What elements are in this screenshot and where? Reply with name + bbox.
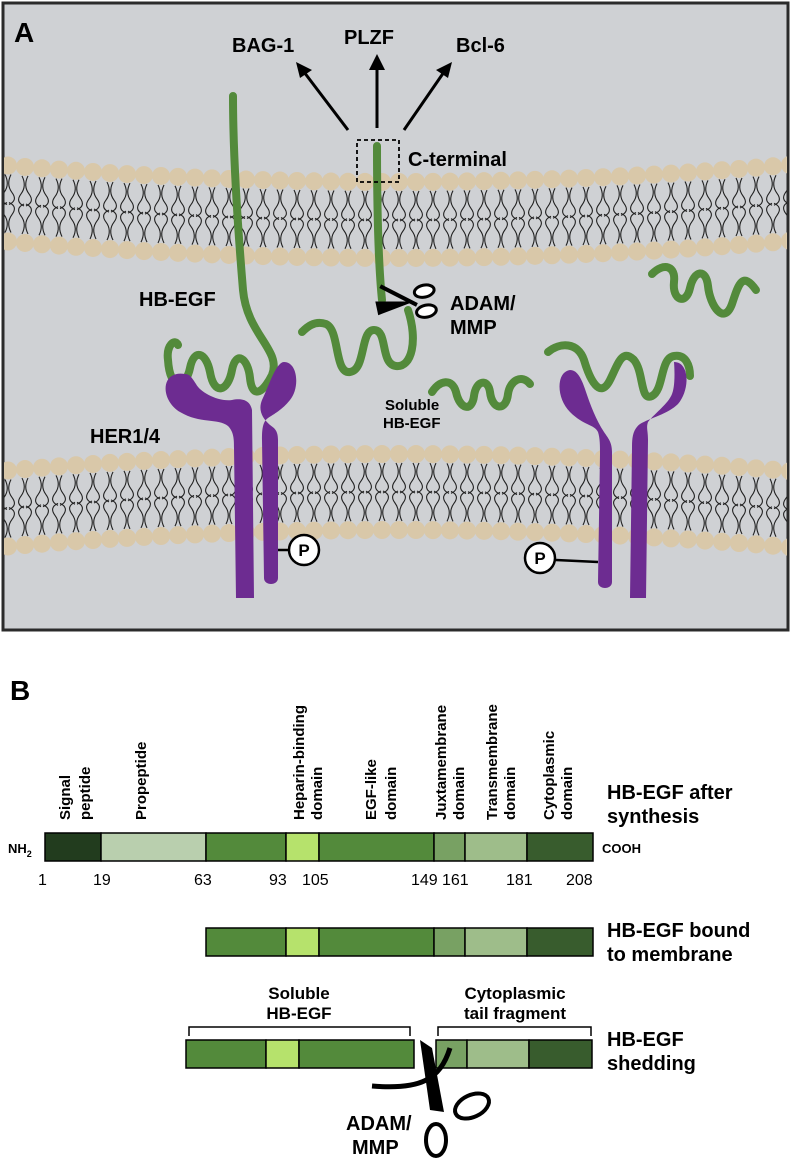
bag1-label: BAG-1	[232, 35, 294, 57]
segment-transmembrane	[466, 1039, 530, 1069]
phospho-site-right: P	[523, 541, 599, 575]
panel-b-letter: B	[10, 675, 30, 706]
position-105: 105	[302, 872, 329, 889]
cell-membranes	[4, 156, 787, 556]
panel-a-letter: A	[14, 17, 34, 48]
segment-pre-heparin	[205, 832, 287, 862]
panel-a: P P	[1, 1, 790, 632]
segment-cytoplasmic	[526, 832, 594, 862]
segment-heparin-binding	[265, 1039, 300, 1069]
bar-shedding-tail	[435, 1039, 593, 1069]
segment-pre-heparin	[185, 1039, 267, 1069]
soluble-hb-egf-ligand	[428, 375, 534, 411]
soluble-bracket-label-2: HB-EGF	[266, 1004, 331, 1023]
row-label-shedding-2: shedding	[607, 1053, 696, 1075]
tail-bracket-label-2: tail fragment	[464, 1004, 566, 1023]
segment-egf-like	[318, 927, 435, 957]
domain-label-juxta-1: Juxtamembrane	[433, 705, 450, 820]
tail-bracket	[437, 1026, 592, 1036]
domain-label-juxta-2: domain	[451, 767, 468, 820]
domain-label-egf-1: EGF-like	[363, 759, 380, 820]
cooh-label: COOH	[602, 841, 641, 856]
position-numbers: 1 19 63 93 105 149 161 181 208	[38, 872, 593, 889]
tail-bracket-label-1: Cytoplasmic	[464, 984, 565, 1003]
position-149: 149	[411, 872, 438, 889]
domain-label-heparin-1: Heparin-binding	[291, 705, 308, 820]
her-label: HER1/4	[90, 426, 161, 448]
segment-transmembrane	[464, 927, 528, 957]
segment-juxtamembrane	[433, 927, 466, 957]
hb-egf-free-ligand	[648, 263, 760, 318]
row-label-shedding-1: HB-EGF	[607, 1029, 684, 1051]
segment-pre-heparin	[205, 927, 287, 957]
hb-egf-label: HB-EGF	[139, 289, 216, 311]
plzf-label: PLZF	[344, 27, 394, 49]
segment-cytoplasmic	[526, 927, 594, 957]
segment-egf-like	[298, 1039, 415, 1069]
row-label-bound-1: HB-EGF bound	[607, 920, 750, 942]
segment-heparin-binding	[285, 927, 320, 957]
row-label-bound-2: to membrane	[607, 944, 733, 966]
segment-juxtamembrane	[433, 832, 466, 862]
scissors-icon	[371, 1040, 491, 1158]
segment-propeptide	[100, 832, 207, 862]
signaling-arrows	[296, 54, 452, 131]
domain-label-transmembrane-2: domain	[502, 767, 519, 820]
domain-label-signal-2: peptide	[77, 767, 94, 820]
segment-egf-like	[318, 832, 435, 862]
upper-membrane	[4, 156, 787, 267]
adam-mmp-b-line1: ADAM/	[346, 1113, 412, 1135]
adam-mmp-label-line2: MMP	[450, 317, 497, 339]
position-93: 93	[269, 872, 287, 889]
bar-synthesis	[44, 832, 594, 862]
phospho-label-left: P	[298, 541, 309, 560]
segment-cytoplasmic	[528, 1039, 593, 1069]
soluble-bracket-label-1: Soluble	[268, 984, 329, 1003]
domain-label-cytoplasmic-1: Cytoplasmic	[541, 731, 558, 820]
row-label-synthesis-2: synthesis	[607, 806, 699, 828]
nh2-label: NH2	[8, 841, 32, 859]
adam-mmp-b-line2: MMP	[352, 1137, 399, 1159]
c-terminal-box	[356, 139, 400, 183]
domain-label-signal-1: Signal	[57, 775, 74, 820]
soluble-bracket	[188, 1026, 411, 1036]
row-label-synthesis-1: HB-EGF after	[607, 782, 733, 804]
her-receptor-left	[165, 362, 297, 598]
position-19: 19	[93, 872, 111, 889]
position-63: 63	[194, 872, 212, 889]
bar-bound	[205, 927, 594, 957]
bar-shedding-soluble	[185, 1039, 415, 1069]
segment-signal-peptide	[44, 832, 102, 862]
phospho-label-right: P	[534, 549, 545, 568]
phospho-site-left: P	[278, 533, 321, 567]
segment-heparin-binding	[285, 832, 320, 862]
soluble-hb-egf-label-line1: Soluble	[385, 397, 439, 414]
domain-label-heparin-2: domain	[309, 767, 326, 820]
domain-label-propeptide: Propeptide	[133, 742, 150, 820]
segment-transmembrane	[464, 832, 528, 862]
adam-mmp-label-line1: ADAM/	[450, 293, 516, 315]
her-receptor-right	[559, 362, 687, 598]
domain-labels: Signal peptide Propeptide Heparin-bindin…	[57, 704, 576, 820]
bcl6-label: Bcl-6	[456, 35, 505, 57]
hb-egf-cleaved-fragment	[298, 306, 417, 376]
lower-membrane	[4, 445, 787, 556]
c-terminal-label: C-terminal	[408, 149, 507, 171]
position-161: 161	[442, 872, 469, 889]
position-1: 1	[38, 872, 47, 889]
domain-label-transmembrane-1: Transmembrane	[484, 704, 501, 820]
scissors-icon	[375, 283, 438, 319]
soluble-hb-egf-label-line2: HB-EGF	[383, 415, 441, 432]
domain-label-egf-2: domain	[383, 767, 400, 820]
panel-b: B Signal peptide Propeptide Heparin-bind…	[8, 675, 750, 1159]
hb-egf-ligand-bound-right	[544, 341, 694, 401]
position-208: 208	[566, 872, 593, 889]
domain-label-cytoplasmic-2: domain	[559, 767, 576, 820]
position-181: 181	[506, 872, 533, 889]
